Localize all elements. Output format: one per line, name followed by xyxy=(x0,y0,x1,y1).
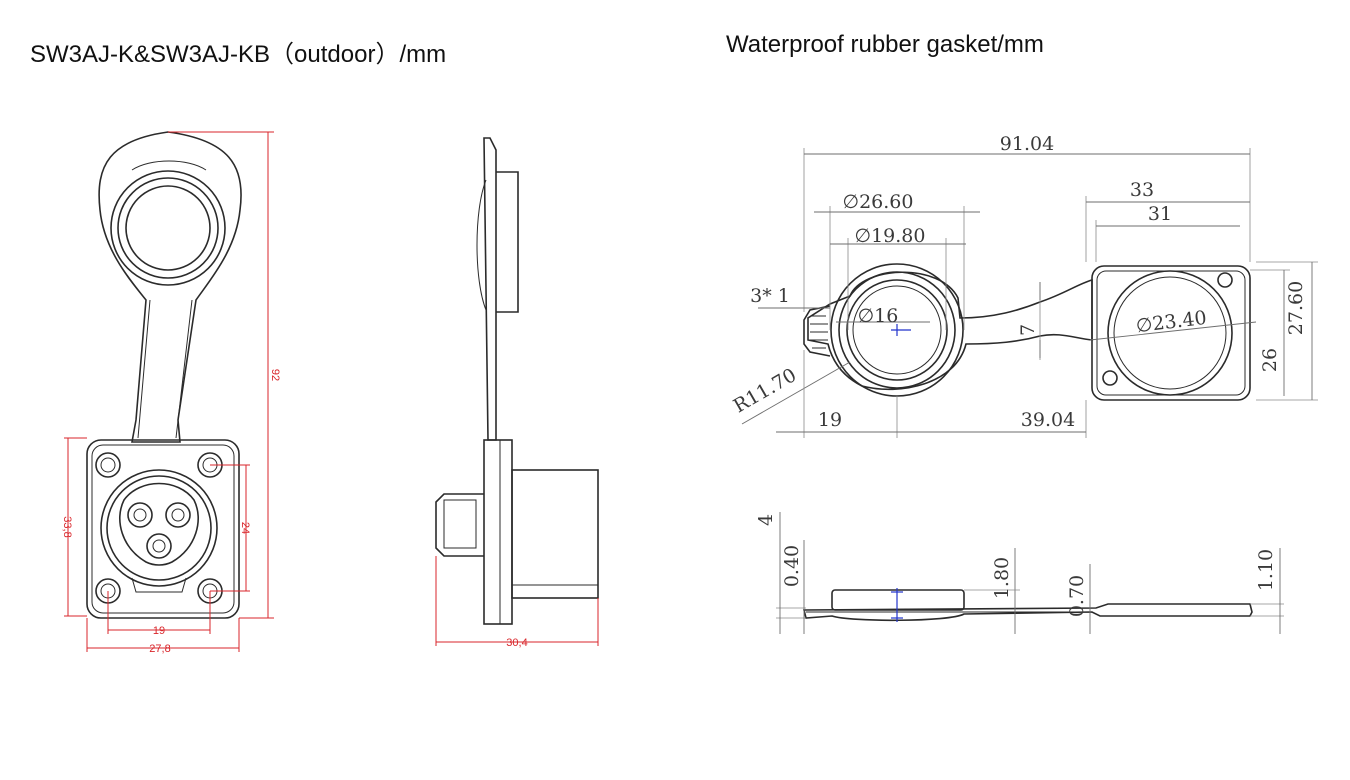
gasket-top-dimensions xyxy=(741,148,1318,438)
dim-outer-diameter-label: ∅26.60 xyxy=(843,191,914,213)
connector-heading: SW3AJ-K&SW3AJ-KB（outdoor）/mm xyxy=(30,41,447,68)
dim-height-26-label: 26 xyxy=(1259,348,1281,372)
dim-hole-spacing-h-label: 19 xyxy=(153,625,165,637)
dim-offset-19-label: 19 xyxy=(818,409,842,431)
connector-side-view xyxy=(435,137,599,625)
dim-height-27-label: 27.60 xyxy=(1285,281,1307,335)
dim-inner-diameter-label: ∅19.80 xyxy=(855,225,926,247)
dim-thickness-180-label: 1.80 xyxy=(991,557,1013,599)
connector-front-view xyxy=(86,131,242,619)
dim-width-33-label: 33 xyxy=(1130,179,1154,201)
dim-pad-diameter-label: ∅23.40 xyxy=(1135,307,1208,337)
connector-front-dimensions xyxy=(64,131,274,652)
gasket-side-dimensions xyxy=(776,512,1284,634)
gasket-heading: Waterproof rubber gasket/mm xyxy=(726,31,1044,58)
dim-strap-label: 7 xyxy=(1017,324,1039,336)
dim-width-31-label: 31 xyxy=(1148,203,1172,225)
dim-thickness-110-label: 1.10 xyxy=(1255,549,1277,591)
dim-total-length-label: 91.04 xyxy=(1000,133,1054,155)
dim-tab-label: 3* 1 xyxy=(750,285,790,307)
dim-height-label: 92 xyxy=(269,369,281,381)
dim-radius-label: R11.70 xyxy=(730,364,800,417)
dim-depth-label: 30,4 xyxy=(506,637,527,649)
dim-thickness-070-label: 0.70 xyxy=(1066,575,1088,617)
dim-thickness-4-label: 4 xyxy=(755,514,777,526)
dim-offset-39-label: 39.04 xyxy=(1021,409,1075,431)
dim-hole-spacing-v-label: 24 xyxy=(239,522,251,534)
gasket-side-view xyxy=(802,588,1253,622)
dim-flange-height-label: 33,8 xyxy=(61,516,73,537)
dim-thickness-040-label: 0.40 xyxy=(781,545,803,587)
dim-hole-16-label: ∅16 xyxy=(858,305,899,327)
dim-flange-width-label: 27,8 xyxy=(149,643,170,655)
connector-side-dimensions xyxy=(435,556,599,646)
